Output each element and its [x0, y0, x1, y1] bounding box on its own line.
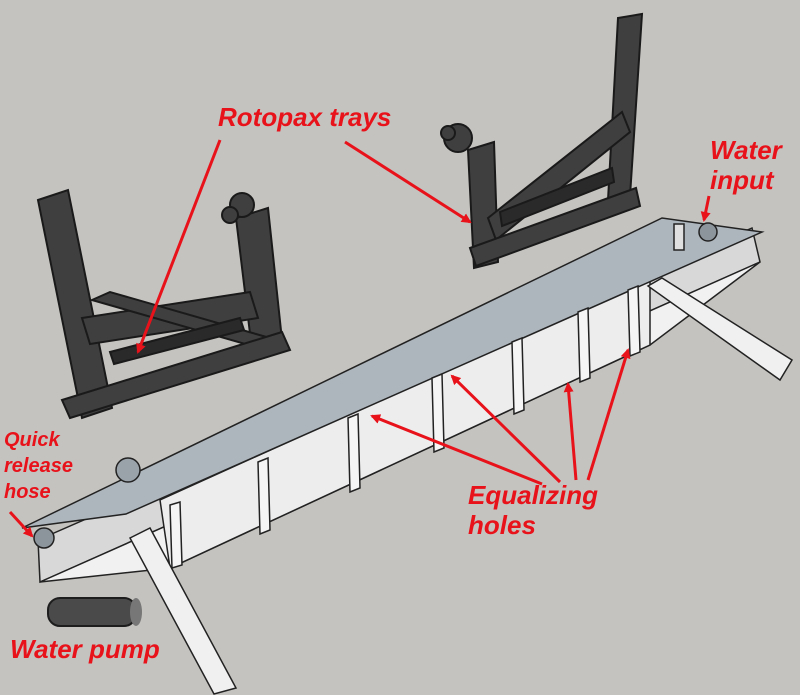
water-input-label-line2: input [710, 165, 774, 195]
rotopax-trays-label: Rotopax trays [218, 102, 392, 132]
quick-release-label-line2: release [4, 455, 73, 477]
quick-release-label-line3: hose [4, 481, 51, 503]
right-rotopax-tray [440, 12, 644, 270]
water-pump-label: Water pump [10, 634, 160, 664]
water-input-label-line1: Water [710, 135, 782, 165]
water-pump [47, 597, 142, 627]
internal-bulkheads [169, 284, 641, 569]
quick-release-label-line1: Quick [4, 429, 60, 451]
left-rotopax-tray [36, 188, 292, 420]
annotation-arrows [8, 139, 711, 538]
equalizing-holes-label-line1: Equalizing [468, 480, 598, 510]
support-legs [128, 277, 794, 695]
water-tank-frame [21, 217, 794, 695]
equalizing-holes-label-line2: holes [468, 510, 536, 540]
